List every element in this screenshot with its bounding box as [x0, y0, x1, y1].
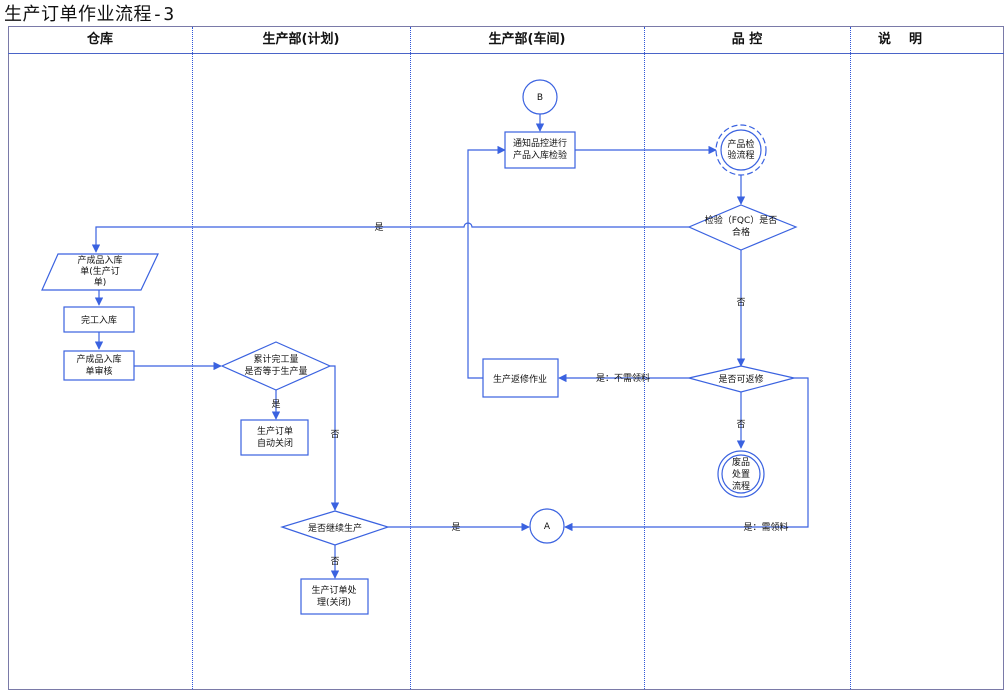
edge-label: 否	[736, 297, 745, 308]
edge-label: 是	[451, 522, 460, 533]
subprocess-inspection: 产品检 验流程	[715, 124, 767, 176]
lane-header-production-planning: 生产部(计划)	[262, 32, 340, 47]
lane-divider	[644, 27, 645, 689]
process-label: 单审核	[85, 365, 112, 377]
process-label: 生产返修作业	[493, 373, 547, 385]
decision-label: 合格	[732, 226, 750, 238]
process-notify-qc: 通知品控进行 产品入库检验	[504, 131, 576, 169]
process-label: 产成品入库	[76, 353, 121, 365]
lane-divider	[850, 27, 851, 689]
subprocess-scrap: 废品 处置 流程	[717, 450, 765, 498]
edge-label: 是：不需领料	[596, 372, 650, 384]
flowchart-frame	[8, 26, 1004, 690]
document-label: 单)	[94, 276, 107, 288]
process-label: 通知品控进行	[513, 137, 567, 149]
lane-header-production-workshop: 生产部(车间)	[488, 32, 566, 47]
page-title: 生产订单作业流程-3	[4, 4, 175, 25]
connector-b: B	[522, 79, 558, 115]
lane-header-quality-control: 品 控	[731, 32, 763, 47]
document-label: 单(生产订	[80, 265, 120, 277]
process-rework: 生产返修作业	[482, 358, 559, 398]
edge-label: 否	[330, 556, 339, 567]
edge-cumulative-no-to-continue	[330, 365, 340, 511]
edge-rework-to-notify	[467, 145, 506, 379]
process-order-close: 生产订单处 理(关闭)	[300, 578, 369, 615]
document-receipt: 产成品入库 单(生产订 单)	[41, 253, 159, 291]
process-receipt-review: 产成品入库 单审核	[63, 350, 135, 381]
decision-label: 是否继续生产	[308, 522, 362, 534]
process-label: 生产订单	[257, 425, 293, 437]
subprocess-label: 产品检	[727, 138, 754, 150]
edge-label: 否	[330, 429, 339, 440]
process-auto-close: 生产订单 自动关闭	[240, 419, 309, 456]
header-divider	[8, 53, 1004, 54]
edge-label: 是	[271, 399, 280, 410]
decision-label: 是否等于生产量	[244, 365, 307, 377]
document-label: 产成品入库	[77, 254, 122, 266]
lane-divider	[192, 27, 193, 689]
process-complete-stock-in: 完工入库	[63, 306, 135, 333]
edge-label: 是：需领料	[743, 521, 788, 533]
lane-divider	[410, 27, 411, 689]
connector-a-label: A	[544, 522, 551, 532]
edge-label: 否	[736, 419, 745, 430]
swimlane-header: 仓库 生产部(计划) 生产部(车间) 品 控 说 明	[8, 27, 1004, 53]
lane-header-warehouse: 仓库	[86, 32, 113, 47]
process-label: 产品入库检验	[513, 149, 567, 161]
decision-label: 累计完工量	[253, 353, 298, 365]
decision-label: 是否可返修	[718, 373, 763, 385]
process-label: 自动关闭	[257, 437, 293, 449]
connector-a: A	[529, 508, 565, 544]
decision-continue-production: 是否继续生产	[280, 510, 390, 546]
subprocess-label: 验流程	[727, 149, 754, 161]
connector-b-label: B	[537, 93, 543, 103]
decision-label: 检验（FQC）是否	[705, 214, 778, 226]
edge-repairable-to-a	[564, 377, 809, 532]
process-label: 生产订单处	[311, 584, 356, 596]
decision-cumulative-complete: 累计完工量 是否等于生产量	[220, 341, 332, 391]
edge-fqc-yes-to-receipt	[91, 222, 689, 253]
lane-header-notes: 说 明	[877, 32, 923, 47]
decision-fqc-pass: 检验（FQC）是否 合格	[687, 204, 798, 251]
subprocess-label: 处置	[732, 468, 750, 480]
decision-repairable: 是否可返修	[688, 365, 795, 393]
subprocess-label: 流程	[732, 480, 750, 492]
subprocess-label: 废品	[732, 456, 750, 468]
process-label: 理(关闭)	[317, 596, 351, 608]
edge-label: 是	[374, 222, 383, 233]
process-label: 完工入库	[81, 314, 117, 326]
